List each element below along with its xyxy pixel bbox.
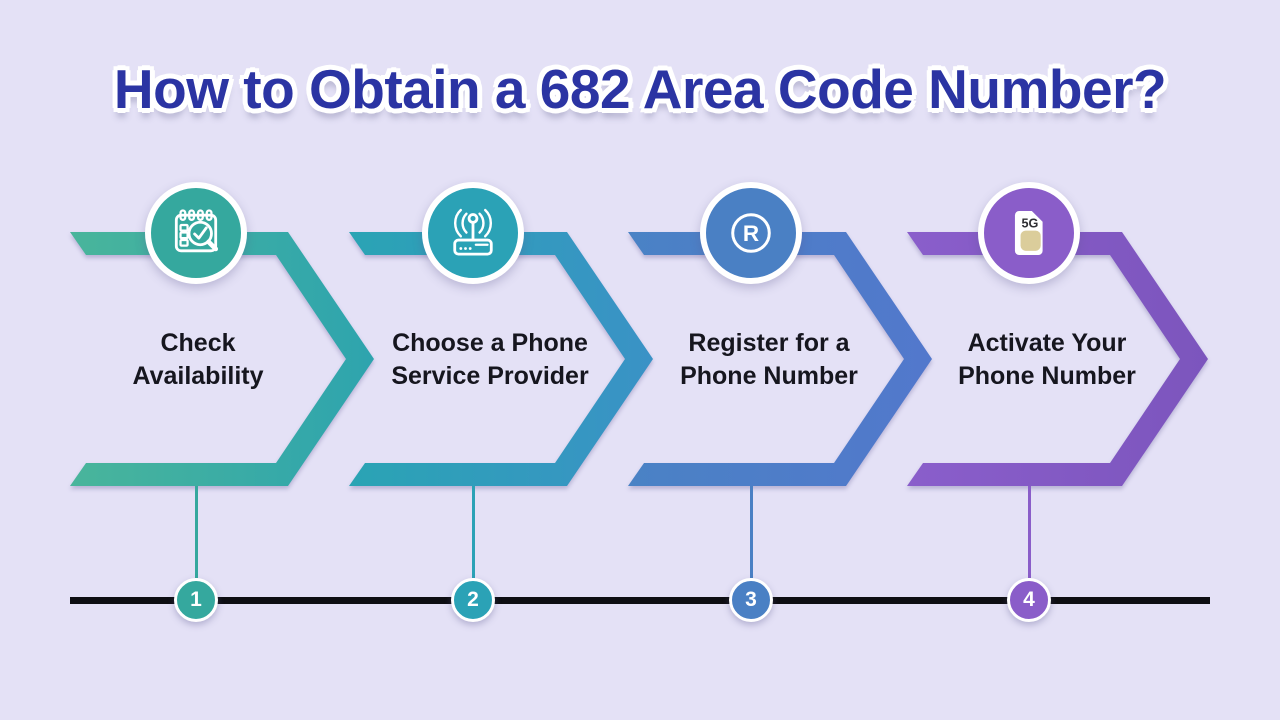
step-1-number-badge: 1: [174, 578, 218, 622]
step-1-label-line2: Availability: [132, 362, 264, 390]
step-4-label-line2: Phone Number: [958, 362, 1136, 390]
step-3-label-line2: Phone Number: [680, 362, 858, 390]
step-4-connector: [1027, 486, 1031, 578]
step-2-label: Choose a Phone Service Provider: [350, 327, 630, 393]
step-2-icon-badge: [422, 182, 524, 284]
step-4-icon-badge: 5G: [978, 182, 1080, 284]
wifi-router-icon: [453, 208, 493, 256]
sim-5g-label: 5G: [1022, 216, 1039, 230]
registered-trademark-icon: R: [731, 213, 771, 253]
step-1-connector: [194, 486, 198, 578]
step-4-label: Activate Your Phone Number: [907, 327, 1187, 393]
calendar-search-icon: [174, 209, 219, 253]
step-1-icon-badge: [145, 182, 247, 284]
step-3-icon-badge: R: [700, 182, 802, 284]
step-2-label-line1: Choose a Phone: [392, 329, 588, 357]
step-1-label: Check Availability: [58, 327, 338, 393]
step-1-number: 1: [190, 588, 202, 611]
step-4-number: 4: [1023, 588, 1035, 611]
registered-letter: R: [743, 221, 759, 246]
step-2-number-badge: 2: [451, 578, 495, 622]
step-2-number: 2: [467, 588, 479, 611]
step-4-number-badge: 4: [1007, 578, 1051, 622]
step-2-label-line2: Service Provider: [391, 362, 589, 390]
step-3-number-badge: 3: [729, 578, 773, 622]
step-3-label: Register for a Phone Number: [629, 327, 909, 393]
timeline-line: [70, 597, 1210, 604]
step-1-label-line1: Check: [160, 329, 236, 357]
step-3-connector: [749, 486, 753, 578]
step-2-connector: [471, 486, 475, 578]
step-3-label-line1: Register for a: [688, 329, 850, 357]
sim-card-5g-icon: 5G: [1014, 210, 1043, 256]
step-4-label-line1: Activate Your: [967, 329, 1127, 357]
step-3-number: 3: [745, 588, 757, 611]
page-title: How to Obtain a 682 Area Code Number?: [113, 58, 1167, 120]
sim-chip: [1020, 230, 1041, 251]
